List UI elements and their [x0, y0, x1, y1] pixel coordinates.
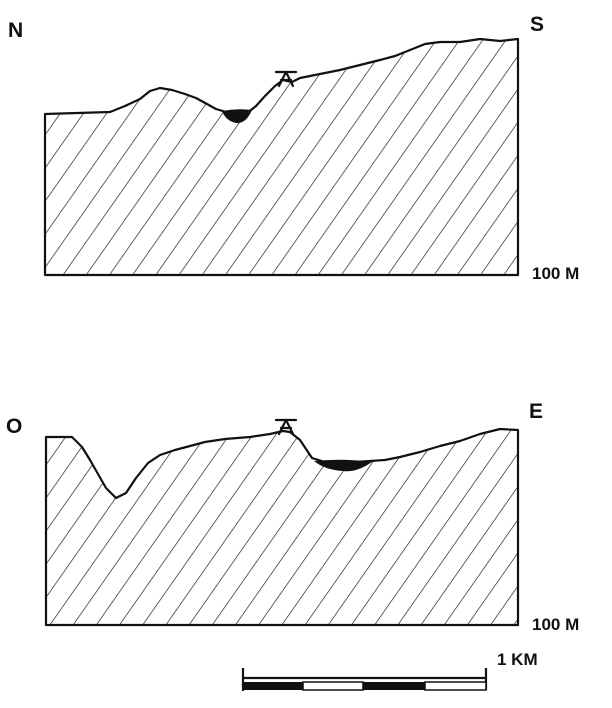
scale-bar-segment: [243, 682, 303, 690]
terrain-section-ns: [43, 37, 520, 277]
depth-label: 100 M: [532, 615, 579, 634]
scale-bar-segment: [302, 681, 364, 691]
scale-bar-label: 1 KM: [497, 650, 538, 669]
observation-tower-icon-ns: [274, 70, 298, 88]
profile-start-label: O: [6, 415, 22, 438]
profile-north-south: N S 100 M: [8, 13, 579, 283]
scale-bar-segment: [363, 682, 425, 690]
profile-west-east: O E 100 M: [6, 400, 579, 634]
profile-start-label: N: [8, 19, 23, 42]
lake-oe: [314, 459, 372, 472]
scale-bar-segment: [424, 681, 487, 691]
profile-end-label: E: [529, 400, 543, 423]
lake-ns: [222, 109, 252, 124]
terrain-section-oe: [44, 427, 520, 627]
depth-label: 100 M: [532, 264, 579, 283]
scale-bar: 1 KM: [241, 650, 538, 691]
profile-end-label: S: [530, 13, 544, 36]
observation-tower-icon-oe: [274, 418, 298, 436]
